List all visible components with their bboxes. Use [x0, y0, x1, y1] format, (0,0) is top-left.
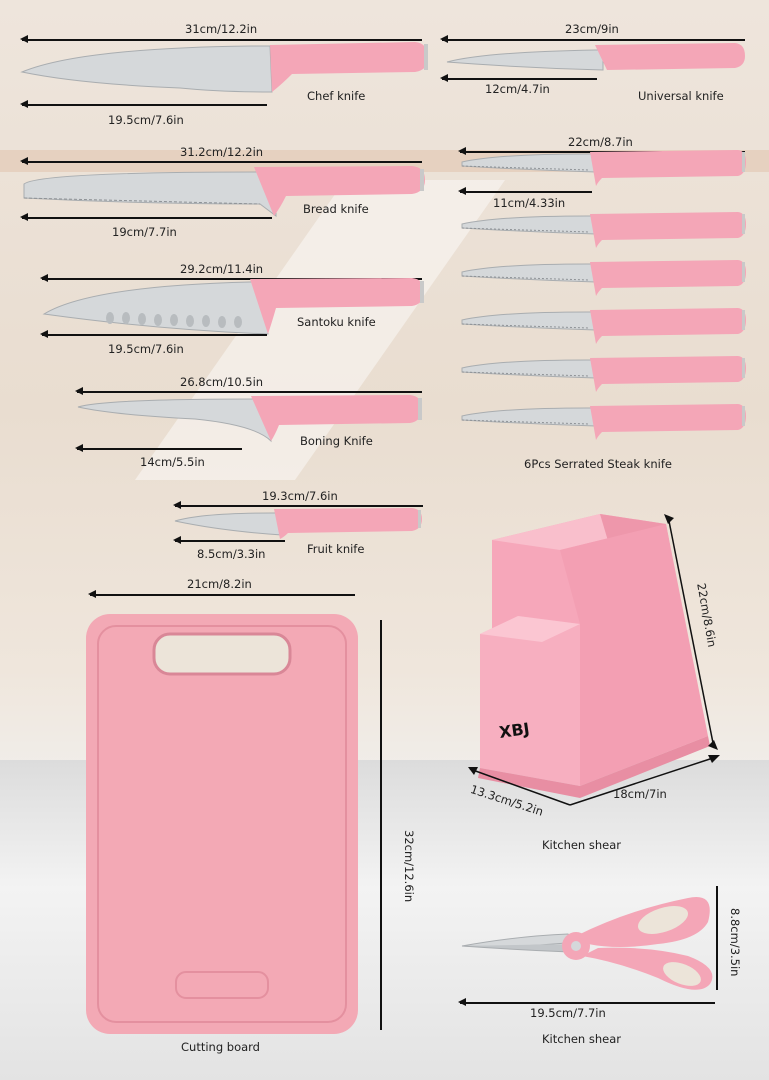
- bread-blade-length: 19cm/7.7in: [112, 225, 177, 239]
- bread-knife-label: Bread knife: [303, 202, 369, 216]
- chef-knife-image: [20, 42, 428, 93]
- santoku-knife-image: [42, 278, 424, 335]
- block-base-arrows: [468, 755, 720, 806]
- chef-total-length: 31cm/12.2in: [185, 22, 258, 36]
- chef-total-arrow: [20, 36, 422, 42]
- santoku-total-arrow: [40, 275, 422, 281]
- bread-total-length: 31.2cm/12.2in: [180, 145, 264, 159]
- block-height-arrow: [664, 514, 718, 750]
- universal-total-length: 23cm/9in: [565, 22, 619, 36]
- shear-width: 8.8cm/3.5in: [728, 908, 742, 977]
- chef-blade-length: 19.5cm/7.6in: [108, 113, 184, 127]
- santoku-total-length: 29.2cm/11.4in: [180, 262, 264, 276]
- steak-total-length: 22cm/8.7in: [568, 135, 633, 149]
- fruit-total-length: 19.3cm/7.6in: [262, 489, 338, 503]
- boning-knife-image: [77, 395, 422, 443]
- chef-blade-arrow: [20, 101, 267, 107]
- cutting-board-label: Cutting board: [181, 1040, 260, 1054]
- boning-total-length: 26.8cm/10.5in: [180, 375, 264, 389]
- steak-knives-label: 6Pcs Serrated Steak knife: [524, 457, 672, 471]
- fruit-knife-image: [174, 508, 422, 539]
- cutting-board-image: [86, 614, 358, 1034]
- board-height: 32cm/12.6in: [402, 830, 416, 903]
- kitchen-shear-label: Kitchen shear: [542, 1032, 622, 1046]
- universal-blade-arrow: [440, 75, 597, 81]
- boning-blade-length: 14cm/5.5in: [140, 455, 205, 469]
- bread-blade-arrow: [20, 214, 272, 220]
- knife-block-label: Kitchen shear: [542, 838, 622, 852]
- steak-knives-image: [461, 150, 747, 440]
- fruit-blade-length: 8.5cm/3.3in: [197, 547, 266, 561]
- bread-knife-image: [23, 166, 425, 217]
- steak-total-arrow: [458, 148, 745, 154]
- universal-knife-image: [446, 43, 745, 71]
- fruit-total-arrow: [173, 502, 423, 508]
- block-brand-logo: XBJ: [498, 719, 531, 742]
- chef-knife-label: Chef knife: [307, 89, 366, 103]
- shear-width-line: [716, 886, 718, 990]
- universal-blade-length: 12cm/4.7in: [485, 82, 550, 96]
- boning-total-arrow: [75, 388, 422, 394]
- fruit-blade-arrow: [173, 537, 285, 543]
- block-width: 18cm/7in: [613, 787, 667, 801]
- universal-knife-label: Universal knife: [638, 89, 724, 103]
- steak-blade-length: 11cm/4.33in: [493, 196, 566, 210]
- board-height-line: [380, 620, 382, 1030]
- santoku-blade-arrow: [40, 331, 267, 337]
- kitchen-shear-image: [461, 897, 713, 990]
- santoku-knife-label: Santoku knife: [297, 315, 376, 329]
- shear-length: 19.5cm/7.7in: [530, 1006, 606, 1020]
- steak-blade-arrow: [458, 188, 592, 194]
- fruit-knife-label: Fruit knife: [307, 542, 365, 556]
- shear-length-arrow: [458, 999, 715, 1005]
- santoku-blade-length: 19.5cm/7.6in: [108, 342, 184, 356]
- boning-blade-arrow: [75, 445, 242, 451]
- universal-total-arrow: [440, 36, 745, 42]
- board-width: 21cm/8.2in: [187, 577, 252, 591]
- knife-block-image: XBJ: [478, 514, 710, 798]
- bread-total-arrow: [20, 158, 422, 164]
- board-width-arrow: [88, 591, 355, 597]
- boning-knife-label: Boning Knife: [300, 434, 373, 448]
